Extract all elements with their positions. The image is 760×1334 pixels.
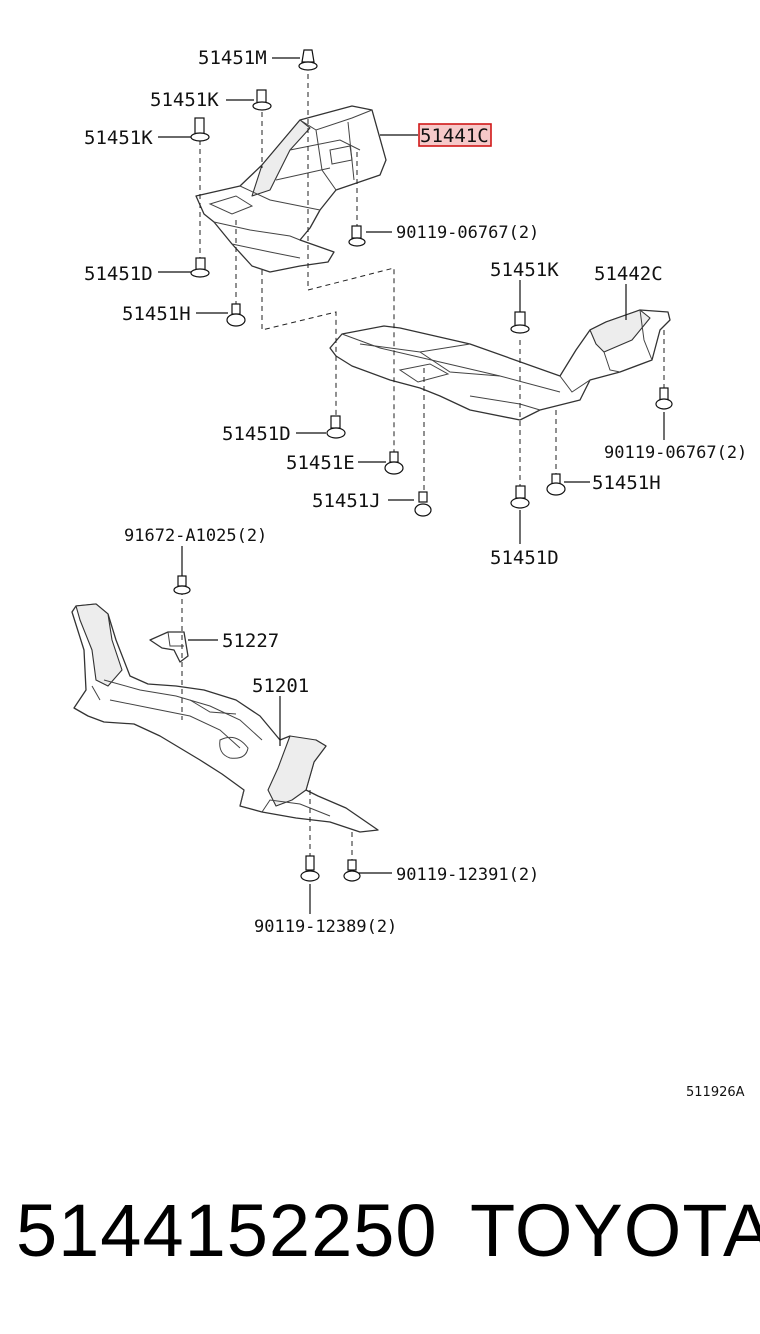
- label-91672-A1025: 91672-A1025(2): [124, 526, 267, 546]
- engine-under-cover-lower: [329, 309, 671, 421]
- label-51451K-b: 51451K: [84, 127, 153, 149]
- footer-part-number: 5144152250: [16, 1189, 438, 1272]
- bolt-icon-90119-12391: [343, 859, 361, 882]
- part-labels: 51451M 51451K 51451K 51441C 90119-06767(…: [84, 47, 747, 937]
- label-51227: 51227: [222, 630, 279, 652]
- label-51451D-b: 51451D: [222, 423, 291, 445]
- label-90119-12389: 90119-12389(2): [254, 917, 397, 937]
- bolt-icon-51451M: [298, 49, 318, 71]
- fasteners: [173, 49, 673, 882]
- label-90119-06767-b: 90119-06767(2): [604, 443, 747, 463]
- label-51451H-b: 51451H: [592, 472, 661, 494]
- bolt-icon-51451E: [384, 451, 404, 475]
- label-51451E: 51451E: [286, 452, 355, 474]
- bolt-icon-90119-a: [348, 225, 366, 247]
- label-51441C: 51441C: [420, 125, 489, 147]
- bolt-icon-51451D-c: [510, 485, 530, 509]
- label-90119-06767-a: 90119-06767(2): [396, 223, 539, 243]
- leader-lines: [158, 57, 665, 914]
- label-51451K-a: 51451K: [150, 89, 219, 111]
- bolt-icon-51451K-b: [190, 117, 210, 142]
- label-51442C: 51442C: [594, 263, 663, 285]
- highlight-box: [418, 123, 492, 147]
- bolt-icon-51451H-a: [226, 303, 246, 327]
- front-suspension-crossmember: [71, 603, 379, 833]
- label-51451D-c: 51451D: [490, 547, 559, 569]
- label-51451D-a: 51451D: [84, 263, 153, 285]
- bolt-icon-90119-12389: [300, 855, 320, 882]
- bolt-icon-51451D-a: [190, 257, 210, 278]
- bolt-icon-51451K-c: [510, 311, 530, 334]
- label-51451K-c: 51451K: [490, 259, 559, 281]
- bolt-icon-91672: [173, 575, 191, 595]
- diagram-reference: 511926A: [686, 1085, 745, 1100]
- bolt-icon-51451D-b: [326, 415, 346, 439]
- bracket-51227: [149, 631, 189, 663]
- bolt-icon-90119-b: [655, 387, 673, 410]
- label-51451H-a: 51451H: [122, 303, 191, 325]
- label-90119-12391: 90119-12391(2): [396, 865, 539, 885]
- footer-brand: TOYOTA: [470, 1189, 760, 1272]
- engine-under-cover-upper: [195, 105, 387, 273]
- label-51451J: 51451J: [312, 490, 381, 512]
- label-51451M: 51451M: [198, 47, 267, 69]
- bolt-icon-51451H-b: [546, 473, 566, 496]
- bolt-icon-51451J: [414, 491, 432, 517]
- label-51201: 51201: [252, 675, 309, 697]
- bolt-icon-51451K-a: [252, 89, 272, 111]
